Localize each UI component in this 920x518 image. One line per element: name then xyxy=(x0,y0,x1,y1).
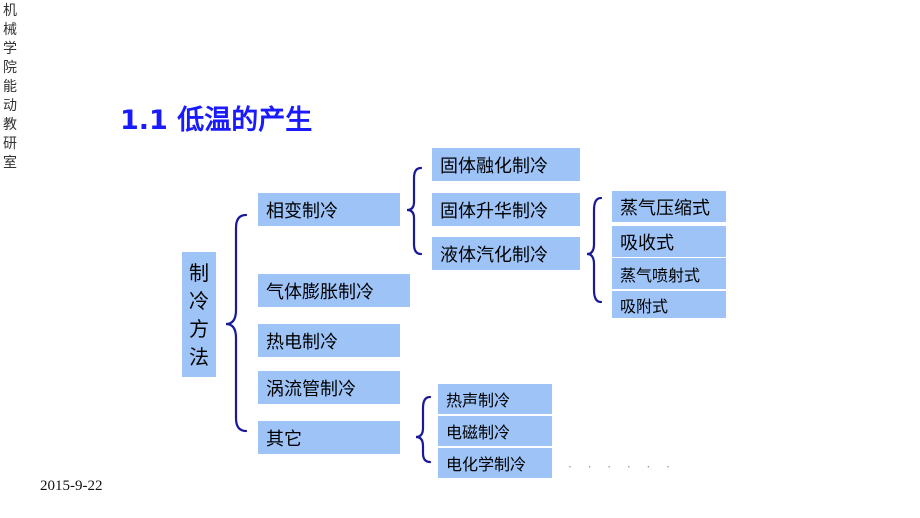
node-solid-sublimation: 固体升华制冷 xyxy=(432,193,580,226)
sidebar-char: 动 xyxy=(3,98,17,114)
sidebar-char: 能 xyxy=(3,79,17,95)
sidebar-char: 械 xyxy=(3,22,17,38)
brace-vaporization xyxy=(586,196,603,304)
node-other: 其它 xyxy=(258,421,400,454)
date-label: 2015-9-22 xyxy=(40,478,103,494)
sidebar-char: 学 xyxy=(3,41,17,57)
ellipsis: · · · · · · xyxy=(568,460,676,474)
sidebar-char: 教 xyxy=(3,117,17,133)
node-thermoacoustic: 热声制冷 xyxy=(438,384,552,414)
sidebar-char: 机 xyxy=(3,3,17,19)
brace-phase-change xyxy=(406,166,423,256)
node-phase-change: 相变制冷 xyxy=(258,193,400,226)
node-solid-melting: 固体融化制冷 xyxy=(432,148,580,181)
root-char: 法 xyxy=(189,344,209,369)
node-absorption: 吸收式 xyxy=(612,226,726,257)
brace-root xyxy=(225,213,248,433)
node-electrochemical: 电化学制冷 xyxy=(438,448,552,478)
node-liquid-vaporization: 液体汽化制冷 xyxy=(432,237,580,270)
node-gas-expansion: 气体膨胀制冷 xyxy=(258,274,410,307)
sidebar-char: 室 xyxy=(3,155,17,171)
root-char: 方 xyxy=(189,316,209,341)
node-thermoelectric: 热电制冷 xyxy=(258,324,400,357)
root-refrigeration-methods: 制 冷 方 法 xyxy=(182,252,216,377)
node-vapor-compression: 蒸气压缩式 xyxy=(612,191,726,222)
root-char: 冷 xyxy=(189,288,209,313)
node-vapor-jet: 蒸气喷射式 xyxy=(612,258,726,289)
node-electromagnetic: 电磁制冷 xyxy=(438,416,552,446)
node-vortex-tube: 涡流管制冷 xyxy=(258,371,400,404)
page-title: 1.1 低温的产生 xyxy=(120,105,313,136)
sidebar-char: 研 xyxy=(3,136,17,152)
sidebar-vertical-text: 机 械 学 院 能 动 教 研 室 xyxy=(2,2,18,173)
root-char: 制 xyxy=(189,260,209,285)
brace-other xyxy=(415,395,432,464)
sidebar-char: 院 xyxy=(3,60,17,76)
node-adsorption: 吸附式 xyxy=(612,291,726,318)
